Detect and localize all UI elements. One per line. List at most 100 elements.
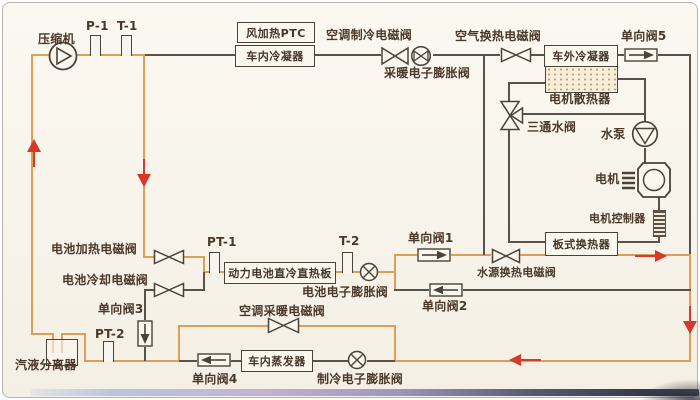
label-motor: 电机 [595,172,620,186]
flow-arrow-left [509,354,541,366]
battery-plate-box: 动力电池直冷直热板 [224,262,336,284]
pipe-segment [658,197,660,211]
label-motor-radiator: 电机散热器 [549,92,611,106]
pipe-segment [144,289,146,320]
label-battery-cooling-solenoid: 电池冷却电磁阀 [62,273,149,287]
pipe-segment [84,360,180,362]
three-way-valve-icon [499,100,524,131]
pipe-segment [312,54,381,56]
battery-cooling-solenoid-icon [153,282,185,298]
outdoor-condenser-box: 车外冷凝器 [544,45,618,67]
pipe-segment [184,289,205,291]
pipe-segment [394,360,691,362]
label-ac-heating-solenoid: 空调采暖电磁阀 [239,304,326,318]
check-valve-3-icon [137,320,153,347]
label-t2: T-2 [339,234,360,248]
cooling-exv-icon [347,350,367,370]
pipe-segment [299,325,396,327]
pipe-segment [178,325,269,327]
label-motor-controller: 电机控制器 [589,212,646,225]
pipe-segment [203,272,205,291]
pipe-segment [483,54,485,255]
label-ac-cooling-solenoid: 空调制冷电磁阀 [326,28,413,42]
pipe-segment [31,54,33,335]
sensor-pt2 [103,341,114,362]
check-valve-1-icon [417,248,451,262]
pipe-segment [179,360,197,362]
pipe-segment [615,54,624,56]
label-battery-heating-solenoid: 电池加热电磁阀 [51,242,138,256]
indoor-condenser-box: 车内冷凝器 [235,45,315,67]
check-valve-2-icon [429,283,463,297]
pipe-segment [463,289,691,291]
pipe-segment [145,54,237,56]
pipe-segment [644,78,646,121]
pipe-segment [394,254,417,256]
label-p1: P-1 [86,19,109,33]
check-valve-4-icon [197,353,231,367]
motor-controller-icon [653,210,666,237]
flow-arrow-up [27,139,41,167]
pipe-segment [451,254,491,256]
flow-arrow-right [635,250,667,262]
label-compressor: 压缩机 [38,32,75,46]
pipe-segment [616,241,660,243]
label-pt1: PT-1 [207,235,237,249]
flow-arrow-down [137,159,151,187]
pipe-segment [143,54,145,258]
ac-heating-solenoid-icon [267,317,300,334]
sensor-t2 [342,252,353,273]
battery-heating-solenoid-icon [153,249,185,265]
pipe-segment [689,54,691,254]
label-separator: 汽液分离器 [15,358,77,372]
pipe-segment [61,333,86,335]
label-cooling-exv: 制冷电子膨胀阀 [317,372,404,386]
pipe-segment [433,54,500,56]
water-pump-icon [631,120,659,148]
pipe-segment [144,289,154,291]
gas-liquid-separator-icon [46,339,78,366]
pipe-segment [31,333,54,335]
pipe-segment [508,83,510,101]
pipe-segment [378,271,395,273]
label-three-way-valve: 三通水阀 [527,120,577,134]
pipe-segment [531,54,545,56]
pipe-segment [394,289,429,291]
sensor-t1 [121,35,132,56]
label-battery-exv: 电池电子膨胀阀 [302,285,389,299]
label-check1: 单向阀1 [408,231,454,245]
label-check4: 单向阀4 [192,372,238,386]
pipe-segment [311,360,349,362]
pipe-segment [178,325,180,362]
sensor-pt1 [209,252,220,273]
pipe-segment [143,256,154,258]
compressor-icon [48,41,78,71]
pipe-segment [394,254,396,291]
motor-radiator-icon [545,66,618,93]
pipe-segment [658,234,660,243]
pipe-segment [231,360,241,362]
pipe-segment [31,54,51,56]
ptc-heater-box: 风加热PTC [237,22,315,43]
pipe-segment [75,54,145,56]
label-check2: 单向阀2 [422,299,468,313]
pipe-segment [184,256,205,258]
label-heating-exv: 采暖电子膨胀阀 [384,66,471,80]
pipe-segment [644,148,646,164]
pipe-segment [84,333,86,362]
pipe-segment [508,82,546,84]
pipe-segment [203,256,205,273]
pipe-segment [658,54,691,56]
label-t1: T-1 [117,19,138,33]
motor-icon [622,162,671,198]
pipe-segment [144,347,146,361]
pipe-segment [522,113,645,115]
scan-artifact-smudge [639,379,700,400]
flow-arrow-down [683,306,697,334]
label-check5: 单向阀5 [621,29,667,43]
pipe-segment [508,241,546,243]
check-valve-5-icon [624,48,658,62]
label-water-source-solenoid: 水源换热电磁阀 [477,266,557,279]
ac-cooling-solenoid-heating-exv-icon [381,46,432,66]
